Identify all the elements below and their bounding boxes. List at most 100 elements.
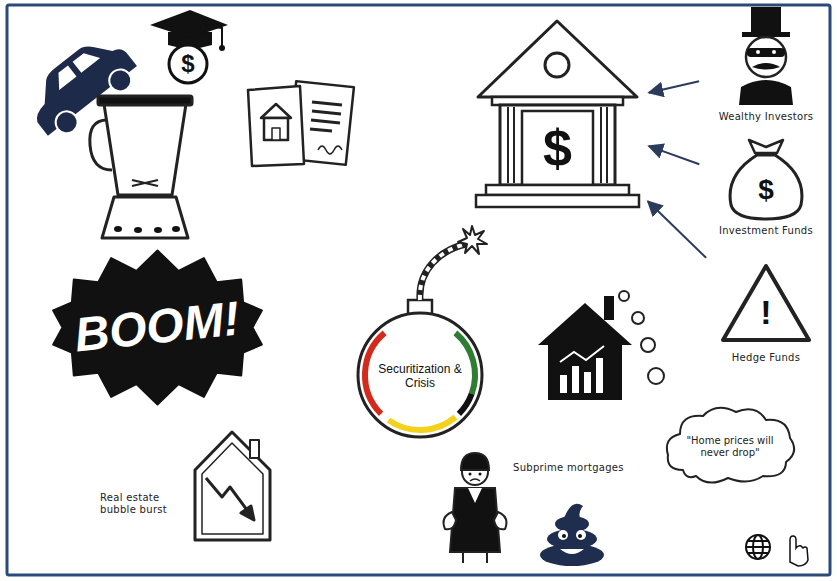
wealthy-investor-figure-outline-part	[746, 37, 786, 77]
broke-man	[444, 453, 507, 563]
bank-building: $	[470, 15, 645, 212]
blender-part	[132, 180, 158, 186]
wealthy-investor-figure-outline	[705, 5, 827, 127]
broke-man-part	[462, 552, 464, 563]
mortgage-document-part	[312, 102, 342, 105]
globe-icon-part	[748, 540, 768, 542]
investor-label: Wealthy Investors	[705, 111, 827, 123]
bank-building-outline-part	[486, 185, 629, 195]
thought-cloud-outline-part	[667, 408, 794, 483]
broke-man-part	[469, 473, 472, 476]
money-bag-outline-part	[755, 153, 777, 156]
bank-building-outline-part	[513, 107, 515, 183]
chart-house-part	[596, 358, 603, 393]
broke-man-part	[470, 479, 480, 481]
mortgage-document-part	[264, 118, 288, 140]
bomb-fuse-part	[420, 244, 466, 300]
burst-house-part	[206, 478, 250, 514]
chart-house-part	[560, 346, 604, 362]
bank-building-outline-part	[545, 53, 569, 77]
frame	[7, 5, 830, 575]
bank-building-outline-part	[478, 21, 637, 97]
poop-emoji-part	[576, 530, 586, 540]
wealthy-investor-figure: Wealthy Investors	[705, 5, 827, 127]
bomb-circle: Securitization & Crisis	[355, 300, 485, 440]
blender-part	[102, 197, 188, 238]
money-bag-outline-part	[749, 140, 783, 153]
poop-emoji-part	[560, 549, 584, 554]
bomb-circle-outline-part	[459, 394, 472, 414]
car-icon-part	[73, 47, 101, 73]
bomb-fuse-part	[458, 226, 487, 254]
dollar-sign: $	[754, 173, 778, 207]
burst-house-part	[195, 432, 270, 540]
wealthy-investor-figure-outline-part	[751, 7, 781, 34]
wealthy-investor-figure-outline-part	[756, 50, 760, 54]
bomb-circle-outline-part	[358, 313, 482, 437]
investment-arrow	[648, 201, 706, 257]
broke-man-part	[494, 512, 506, 529]
mortgage-document-part	[312, 111, 341, 114]
investment-arrow	[649, 81, 699, 93]
bank-building-outline-part	[507, 107, 509, 183]
chart-house	[538, 296, 632, 400]
dollar-sign: $	[527, 117, 588, 179]
poop-emoji-part	[564, 504, 583, 518]
chart-house-part	[560, 375, 567, 393]
blender-part	[172, 226, 180, 232]
graduation-cap-part	[150, 10, 228, 38]
broke-man-part	[486, 552, 488, 563]
mortgage-document-part	[272, 128, 280, 140]
fund-label: Investment Funds	[705, 225, 827, 237]
mortgage-document-part	[311, 120, 340, 123]
mortgage-document-part	[310, 129, 332, 131]
broke-man-part	[461, 453, 489, 470]
dollar-sign: $	[176, 50, 200, 79]
blender-part	[154, 227, 162, 233]
broke-man-part	[444, 512, 456, 529]
burst-house	[195, 432, 270, 540]
mortgage-document	[248, 81, 354, 166]
bank-building-outline-part	[500, 105, 615, 185]
bomb-fuse-part	[420, 244, 466, 300]
globe-icon-part	[746, 535, 770, 559]
cloud-quote: "Home prices will never drop"	[675, 435, 785, 459]
car-icon-part	[105, 65, 136, 96]
boom-starburst-outline-part	[53, 251, 262, 405]
warning-triangle: !Hedge Funds	[705, 262, 827, 370]
thought-bubbles-part	[641, 338, 655, 352]
bank-building-outline-part	[476, 195, 639, 207]
mortgage-document-part	[318, 146, 342, 154]
thought-bubbles-part	[619, 291, 629, 301]
poop-emoji-part	[562, 534, 566, 538]
hand-cursor	[790, 536, 808, 566]
blender-part	[104, 104, 186, 195]
chart-house-part	[538, 303, 632, 345]
wealthy-investor-figure-outline-part	[752, 63, 780, 70]
globe-icon-part	[748, 552, 768, 554]
poop-emoji-part	[555, 516, 589, 532]
wealthy-investor-figure-outline-part	[772, 50, 776, 54]
broke-man-part	[479, 473, 482, 476]
blender-part	[114, 226, 122, 232]
bank-building-outline-part	[600, 107, 602, 183]
blender-part	[134, 227, 142, 233]
mortgage-document-part	[248, 86, 304, 166]
investment-arrow	[649, 146, 700, 164]
mortgage-document-part	[261, 104, 291, 118]
poop-emoji	[540, 504, 604, 566]
blender-part	[132, 180, 158, 186]
poop-emoji-part	[578, 534, 582, 538]
broke-man-part	[450, 488, 500, 552]
burst-house-part	[250, 440, 259, 458]
warning-triangle-outline-part	[723, 266, 809, 340]
poop-emoji-part	[558, 530, 568, 540]
graduation-cap-part	[219, 45, 225, 51]
blender-part	[98, 96, 192, 105]
bank-building-outline-part	[606, 107, 608, 183]
exclamation-mark: !	[758, 292, 774, 333]
bank-building-outline	[470, 15, 645, 212]
graduation-cap-part	[169, 45, 207, 83]
chart-house-part	[584, 372, 591, 393]
